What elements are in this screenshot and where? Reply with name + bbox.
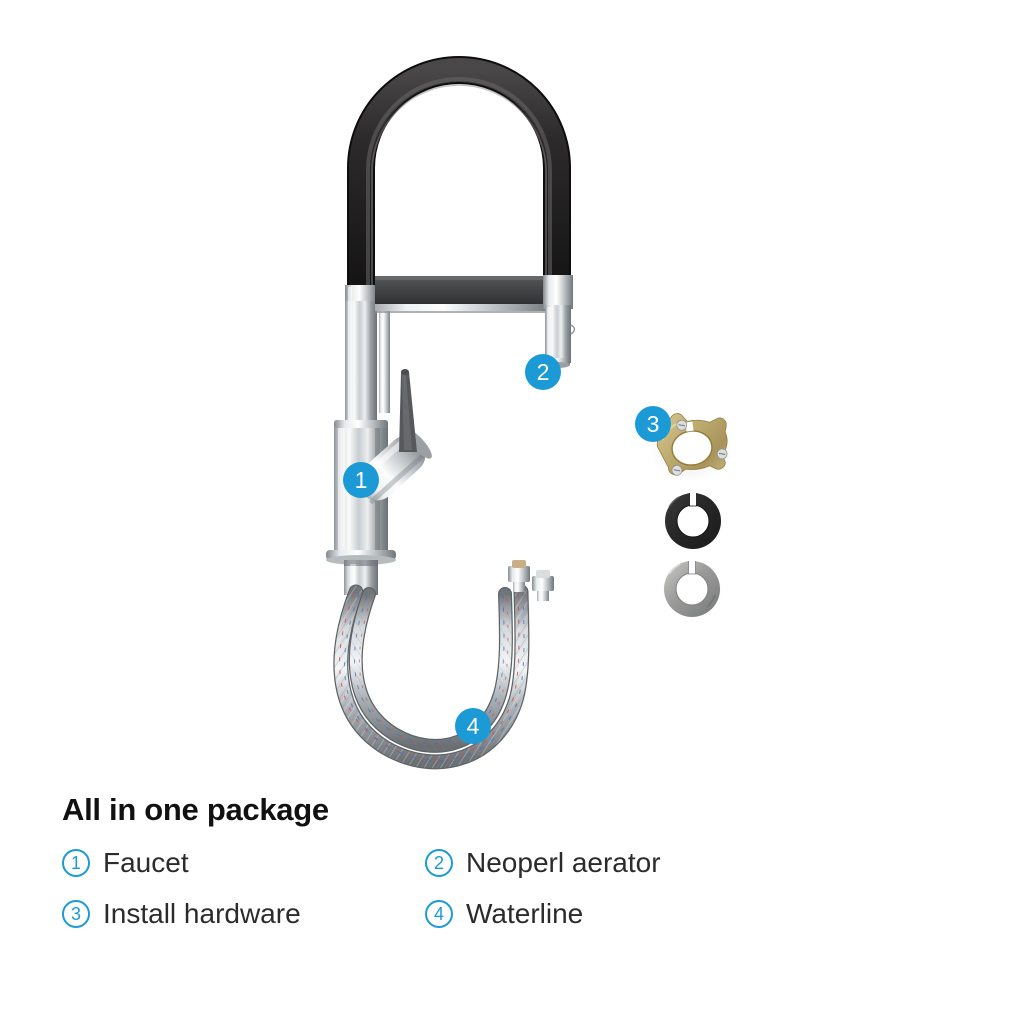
callout-badge-3-install-hardware[interactable]: 3 [635, 406, 671, 442]
legend-label-waterline: Waterline [466, 898, 584, 930]
rubber-gasket-ring [661, 493, 725, 551]
legend-item-faucet: 1 Faucet [62, 847, 425, 879]
faucet-crossbar [375, 276, 545, 313]
callout-badge-1-faucet[interactable]: 1 [343, 462, 379, 498]
legend-item-install-hardware: 3 Install hardware [62, 898, 425, 930]
faucet-assembly [326, 56, 576, 595]
legend-marker-4: 4 [425, 900, 453, 929]
product-illustration: 1 2 3 4 [326, 56, 735, 770]
product-diagram-svg [326, 56, 735, 770]
waterline-fitting-right [532, 570, 554, 601]
brass-mounting-bracket [650, 413, 735, 483]
legend-label-neoperl-aerator: Neoperl aerator [466, 847, 661, 879]
waterline-hoses [333, 560, 554, 770]
legend-marker-1: 1 [62, 849, 90, 878]
faucet-black-hose [347, 56, 571, 300]
legend-item-waterline: 4 Waterline [425, 898, 855, 930]
callout-badge-4-waterline[interactable]: 4 [455, 708, 491, 744]
legend-row-1: 1 Faucet 2 Neoperl aerator [62, 847, 962, 879]
callout-badge-2-neoperl-aerator[interactable]: 2 [525, 354, 561, 390]
legend-marker-3: 3 [62, 900, 90, 929]
bracket-screw [671, 464, 683, 476]
install-hardware-group [650, 413, 735, 619]
faucet-inner-riser [379, 283, 390, 413]
legend-title: All in one package [62, 792, 329, 827]
legend-item-neoperl-aerator: 2 Neoperl aerator [425, 847, 855, 879]
legend-label-install-hardware: Install hardware [103, 898, 301, 930]
legend-label-faucet: Faucet [103, 847, 189, 879]
bracket-screw [716, 448, 728, 460]
waterline-fitting-left [508, 560, 530, 592]
package-contents-legend: All in one package 1 Faucet 2 Neoperl ae… [62, 792, 962, 951]
legend-row-2: 3 Install hardware 4 Waterline [62, 898, 962, 930]
bracket-screw [676, 419, 688, 431]
legend-marker-2: 2 [425, 849, 453, 878]
steel-washer-ring [660, 561, 724, 619]
